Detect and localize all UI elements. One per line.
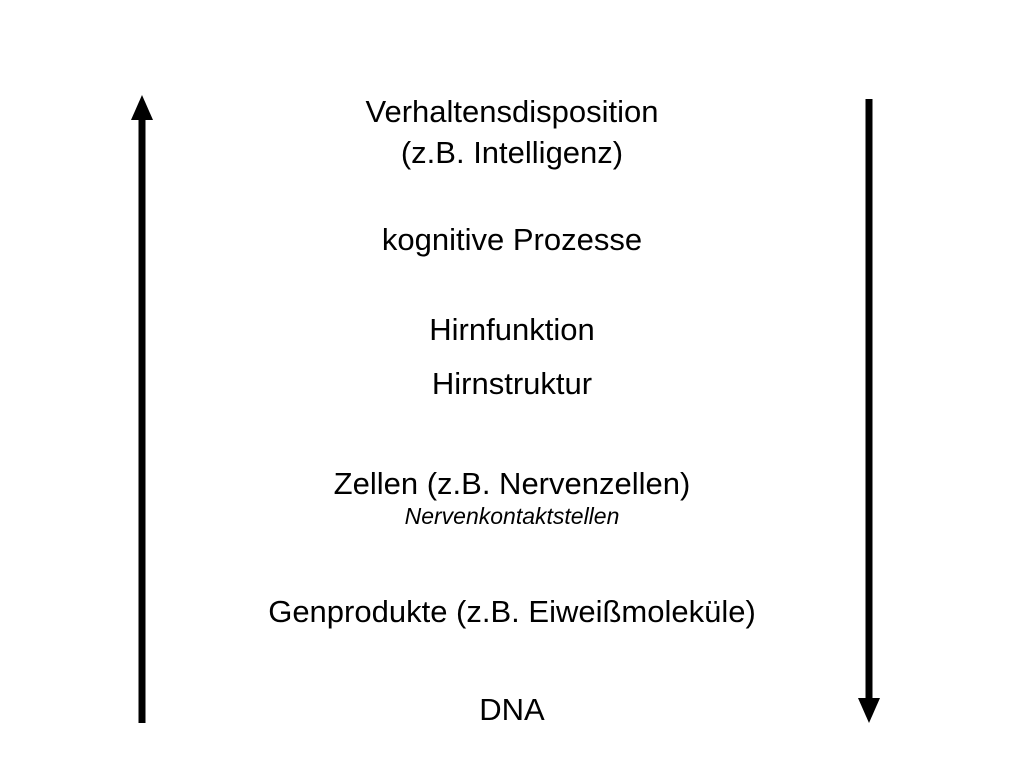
level-brain-function: Hirnfunktion bbox=[0, 314, 1024, 345]
level-line: Zellen (z.B. Nervenzellen) bbox=[333, 466, 691, 501]
level-cells: Zellen (z.B. Nervenzellen) Nervenkontakt… bbox=[0, 468, 1024, 528]
level-sub-line: Nervenkontaktstellen bbox=[404, 503, 620, 529]
level-cognitive-processes: kognitive Prozesse bbox=[0, 224, 1024, 255]
level-brain-structure: Hirnstruktur bbox=[0, 368, 1024, 399]
level-line: Verhaltensdisposition bbox=[365, 94, 659, 129]
level-line: (z.B. Intelligenz) bbox=[400, 135, 624, 170]
level-behaviour-disposition: Verhaltensdisposition (z.B. Intelligenz) bbox=[0, 96, 1024, 168]
level-line: Hirnstruktur bbox=[431, 366, 593, 401]
level-line: DNA bbox=[479, 692, 545, 727]
level-line: Hirnfunktion bbox=[429, 312, 595, 347]
level-line: kognitive Prozesse bbox=[381, 222, 643, 257]
level-line: Genprodukte (z.B. Eiweißmoleküle) bbox=[268, 594, 756, 629]
level-gene-products: Genprodukte (z.B. Eiweißmoleküle) bbox=[0, 596, 1024, 627]
level-dna: DNA bbox=[0, 694, 1024, 725]
